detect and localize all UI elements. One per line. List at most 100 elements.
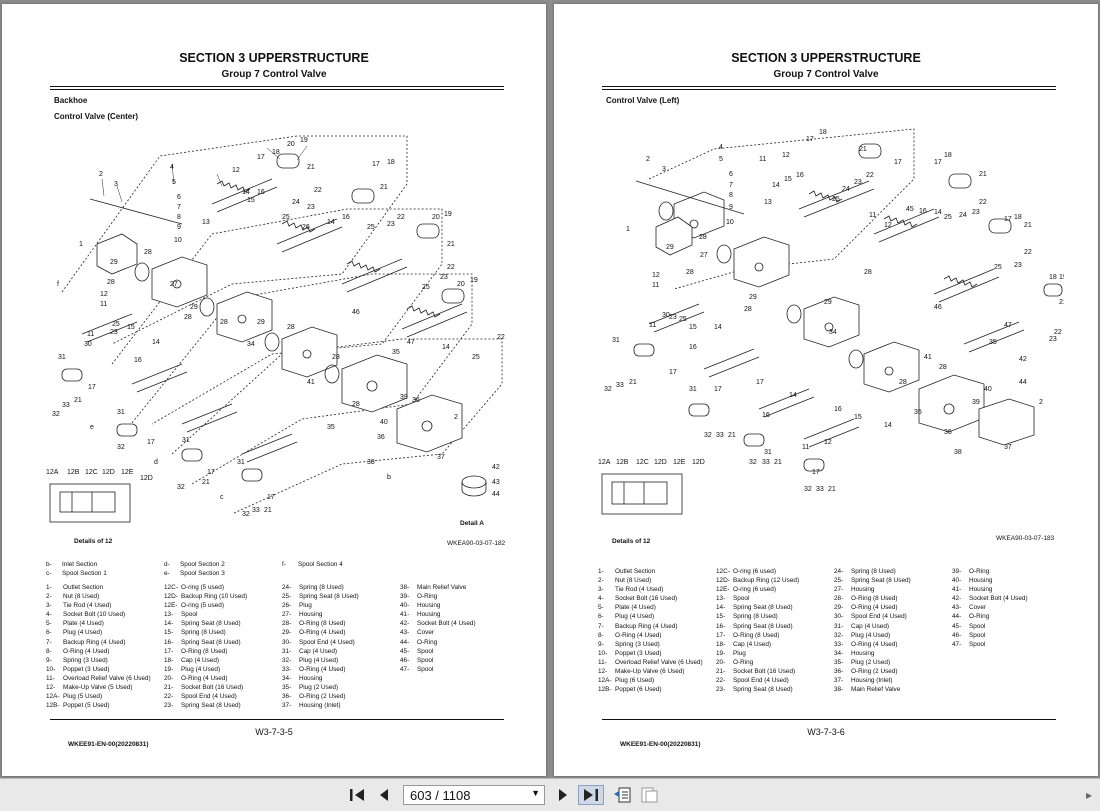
legend-value: Spool (969, 622, 986, 630)
svg-text:7: 7 (177, 204, 181, 211)
legend-item: 38-Main Relief Valve (400, 583, 528, 592)
svg-text:19: 19 (300, 137, 308, 144)
svg-text:34: 34 (247, 341, 255, 348)
legend-key: 42- (952, 595, 962, 603)
legend-key: 20- (164, 674, 174, 682)
legend-item: 21-Socket Bolt (16 Used) (716, 667, 844, 676)
chevron-down-icon[interactable]: ▼ (531, 788, 540, 798)
legend-item: e-Spool Section 3 (164, 570, 225, 578)
legend-item: 28-O-Ring (8 Used) (282, 619, 410, 628)
legend-key: 36- (834, 668, 844, 676)
legend-item: 45-Spool (400, 647, 528, 656)
last-page-button[interactable] (578, 785, 604, 805)
svg-text:27: 27 (170, 281, 178, 288)
svg-text:3: 3 (114, 181, 118, 188)
svg-text:24: 24 (842, 186, 850, 193)
svg-text:12B: 12B (67, 469, 80, 476)
svg-text:13: 13 (202, 219, 210, 226)
legend-value: Housing (Inlet) (299, 702, 341, 710)
svg-text:44: 44 (492, 491, 500, 498)
legend-item: 12E-O-ring (5 used) (164, 601, 292, 610)
legend-value: O-Ring (969, 568, 990, 575)
legend-value: Housing (299, 674, 323, 682)
legend-key: 32- (834, 631, 844, 639)
legend-item: 36-O-Ring (2 Used) (834, 667, 962, 676)
legend-key: 47- (400, 665, 410, 673)
legend-key: 4- (598, 595, 604, 603)
svg-text:12E: 12E (673, 459, 686, 466)
legend-item: 24-Spring (8 Used) (282, 583, 410, 592)
legend-key: 19- (164, 665, 174, 673)
svg-text:31: 31 (58, 354, 66, 361)
prev-view-button[interactable] (610, 785, 634, 805)
legend-key: 14- (716, 604, 726, 612)
legend-key: 12B- (598, 686, 612, 694)
legend-key: 15- (716, 613, 726, 621)
legend-value: Backup Ring (4 Used) (63, 638, 126, 646)
legend-value: Housing (969, 586, 993, 594)
legend-item: 30-Spool End (4 Used) (834, 612, 962, 621)
legend-key: 31- (282, 647, 292, 655)
legend-value: Plug (4 Used) (615, 613, 655, 621)
svg-text:40: 40 (380, 419, 388, 426)
legend-value: Spool End (4 Used) (299, 638, 355, 646)
legend-item: 12D-Backup Ring (12 Used) (716, 576, 844, 585)
svg-text:17: 17 (934, 159, 942, 166)
legend-item: 43-Cover (952, 603, 1080, 612)
svg-text:14: 14 (884, 422, 892, 429)
scroll-right-button[interactable]: ▸ (1080, 785, 1098, 805)
next-page-button[interactable] (553, 785, 573, 805)
legend-value: Plug (4 Used) (63, 629, 103, 637)
prev-view-icon (614, 787, 631, 803)
svg-text:20: 20 (432, 214, 440, 221)
svg-text:29: 29 (257, 319, 265, 326)
legend-item: 37-Housing (Inlet) (282, 701, 410, 710)
legend-key: 21- (716, 668, 726, 676)
svg-text:1: 1 (79, 241, 83, 248)
legend-item: 42-Socket Bolt (4 Used) (952, 594, 1080, 603)
legend-value: O-Ring (2 Used) (299, 693, 346, 701)
svg-text:17: 17 (669, 369, 677, 376)
legend-key: 33- (834, 640, 844, 648)
prev-page-button[interactable] (374, 785, 394, 805)
svg-text:25: 25 (679, 316, 687, 323)
legend-key: 1- (46, 584, 52, 591)
legend-value: Spring (8 Used) (733, 613, 778, 621)
svg-text:18: 18 (944, 152, 952, 159)
legend-value: Plug (733, 649, 746, 657)
svg-text:11: 11 (869, 212, 876, 219)
legend-value: Plate (4 Used) (615, 604, 656, 612)
legend-item: 41-Housing (400, 610, 528, 619)
legend-item: 2-Nut (8 Used) (46, 592, 174, 601)
legend-item: 18-Cap (4 Used) (716, 640, 844, 649)
legend-value: Housing (851, 649, 875, 657)
legend-value: Backup Ring (12 Used) (733, 577, 800, 585)
svg-text:21: 21 (1059, 299, 1064, 306)
first-page-button[interactable] (346, 785, 368, 805)
legend-value: Spring Seat (8 Used) (851, 577, 911, 585)
legend-value: Plug (4 Used) (181, 665, 221, 673)
legend-item: 11-Overload Relief Valve (6 Used) (598, 658, 726, 667)
legend-item: 36-O-Ring (2 Used) (282, 692, 410, 701)
legend-key: 43- (400, 629, 410, 637)
svg-text:29: 29 (749, 294, 757, 301)
legend-key: 2- (46, 593, 52, 601)
legend-key: 18- (716, 640, 726, 648)
svg-text:16: 16 (762, 412, 770, 419)
next-view-button[interactable] (638, 785, 662, 805)
legend-item: f-Spool Section 4 (282, 561, 343, 568)
legend-key: 46- (952, 631, 962, 639)
legend-item: 33-O-Ring (4 Used) (282, 665, 410, 674)
page-number-input[interactable]: 603 / 1108 ▼ (403, 785, 545, 805)
svg-text:47: 47 (1004, 322, 1012, 329)
svg-text:15: 15 (247, 197, 255, 204)
page-number: W3-7-3-5 (255, 727, 293, 737)
legend-key: 8- (46, 647, 52, 655)
svg-text:12D: 12D (692, 459, 705, 466)
legend-key: 29- (834, 604, 844, 612)
svg-text:18: 18 (387, 159, 395, 166)
svg-text:2: 2 (454, 414, 458, 421)
svg-text:31: 31 (764, 449, 772, 456)
legend-key: 27- (282, 611, 292, 619)
legend-key: 33- (282, 665, 292, 673)
